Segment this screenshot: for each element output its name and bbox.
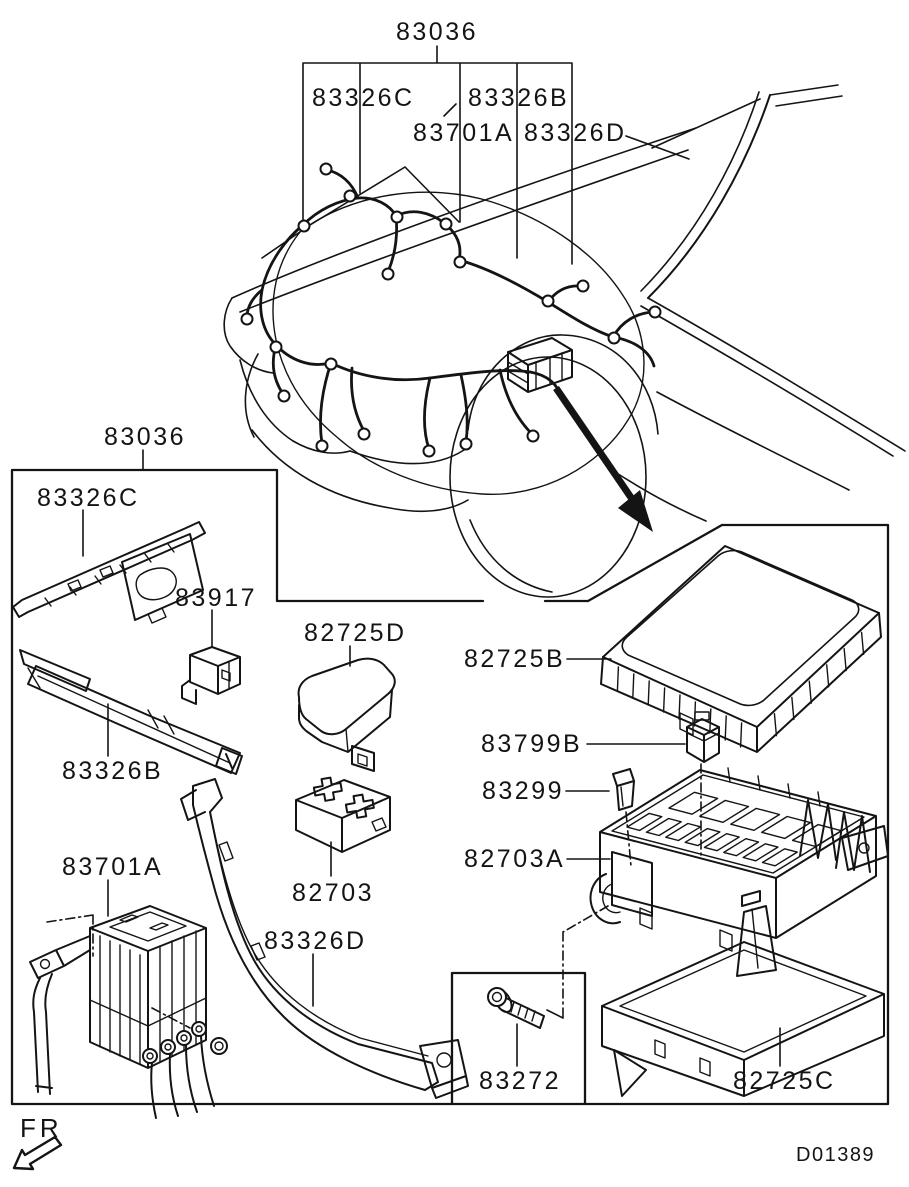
- part-drawing-83326D-bracket: [180, 778, 469, 1099]
- car-body-outline: [223, 84, 906, 598]
- part-drawing-83799B-connector: [686, 711, 720, 763]
- label-83326C-inset: 83326C: [37, 484, 140, 512]
- label-83299: 83299: [482, 777, 564, 805]
- label-fr: FR: [20, 1113, 63, 1143]
- label-83326D-top: 83326D: [524, 119, 627, 147]
- label-drawing-code: D01389: [796, 1144, 875, 1166]
- part-drawing-83326C: [12, 521, 206, 624]
- front-direction-indicator: [12, 1135, 63, 1171]
- label-82725C: 82725C: [733, 1067, 836, 1095]
- label-82703: 82703: [292, 879, 374, 907]
- part-drawing-82725D: [297, 657, 396, 772]
- label-83326B-top: 83326B: [468, 84, 569, 112]
- label-83799B: 83799B: [481, 730, 582, 758]
- detail-arrow: [553, 386, 653, 532]
- label-83326D: 83326D: [264, 927, 367, 955]
- top-callout-bracket: [261, 45, 690, 265]
- label-83701A-top: 83701A: [413, 119, 514, 147]
- label-83326B: 83326B: [62, 757, 163, 785]
- part-number-labels: 83036 83326C 83326B 83701A 83326D 83036 …: [20, 18, 875, 1166]
- part-drawing-82703: [295, 776, 391, 853]
- label-83036-inset: 83036: [104, 423, 186, 451]
- label-83272: 83272: [479, 1067, 561, 1095]
- fr-arrow-icon: [12, 1135, 63, 1171]
- label-82725D: 82725D: [304, 619, 407, 647]
- label-83701A: 83701A: [62, 853, 163, 881]
- harness-connector-rings: [240, 162, 662, 458]
- label-83036-group: 83036: [396, 18, 478, 46]
- engine-harness-drawing: [240, 162, 662, 458]
- label-83326C-top: 83326C: [312, 84, 415, 112]
- label-82725B: 82725B: [464, 645, 565, 673]
- part-drawing-83272-bolt: [487, 987, 545, 1029]
- part-drawing-83326B: [19, 649, 243, 775]
- inset-box-border: [10, 468, 890, 1106]
- label-83917: 83917: [175, 584, 257, 612]
- label-82703A: 82703A: [464, 845, 565, 873]
- part-drawing-82703A-fusebox-body: [589, 767, 889, 952]
- part-drawing-82725B-cover: [600, 545, 882, 753]
- part-drawing-83701A-fusible-link-block: [29, 905, 228, 1119]
- part-drawing-83299-fuse: [612, 768, 635, 811]
- leader-lines: [46, 449, 781, 1067]
- cover-rib-lines: [616, 631, 865, 748]
- part-drawing-82725C-lower-cover: [601, 890, 885, 1097]
- part-drawing-83917: [181, 646, 241, 705]
- fuse-cell-grid: [626, 791, 842, 867]
